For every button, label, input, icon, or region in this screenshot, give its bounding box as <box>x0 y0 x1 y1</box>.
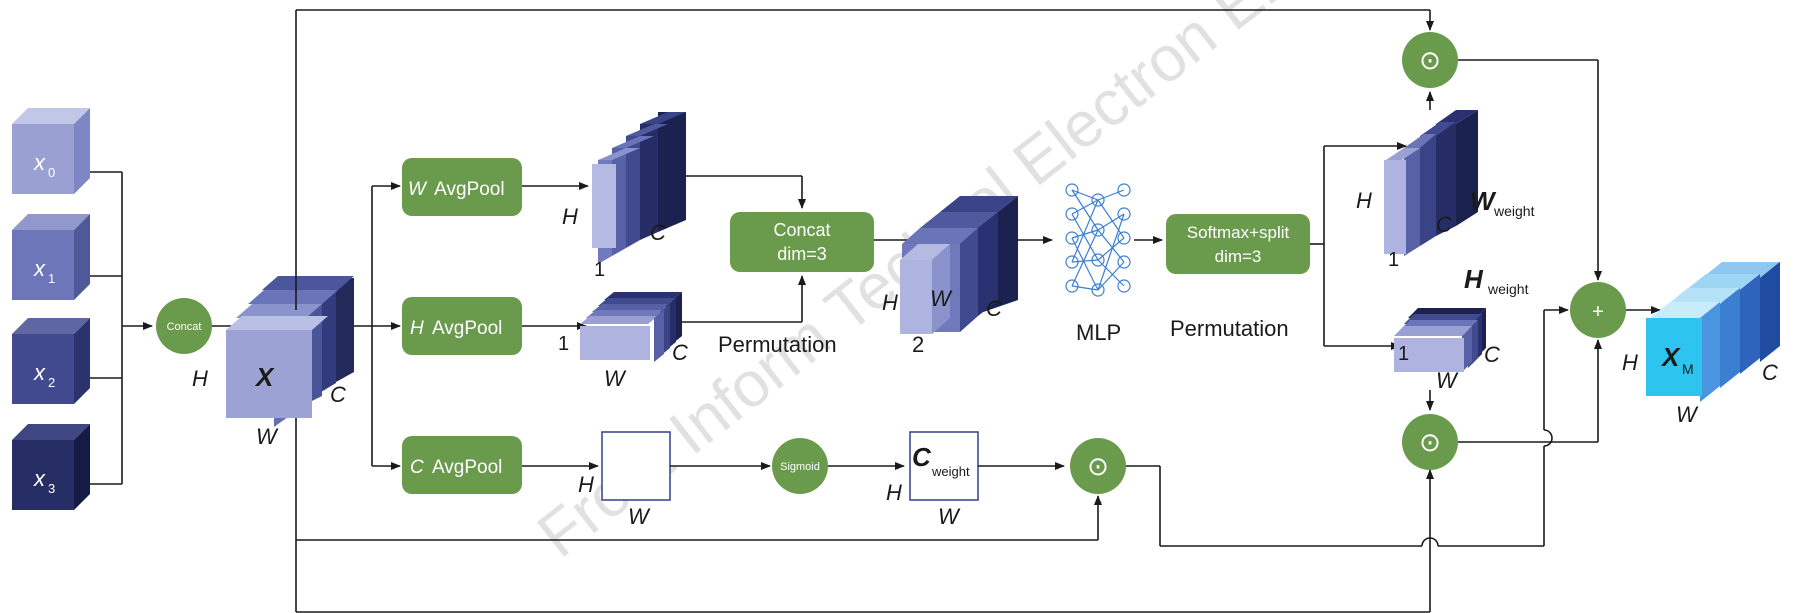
multiply-node-top: ⊙ <box>1402 32 1458 88</box>
concat-node: Concat <box>156 298 212 354</box>
sigmoid-node: Sigmoid <box>772 438 828 494</box>
hweight-sub: weight <box>1487 281 1529 297</box>
stack-two-label: 2 <box>912 332 924 357</box>
wweight-one-label: 1 <box>1388 249 1399 271</box>
stacked-tensor <box>900 196 1018 334</box>
w-weight-tensor <box>1384 110 1478 256</box>
hpool-to-concat-line <box>682 275 806 323</box>
svg-text:x: x <box>33 150 46 175</box>
wpool-to-concat-line <box>686 175 806 209</box>
xm-c-label: C <box>1762 360 1778 385</box>
main-tensor-x: X <box>226 276 354 427</box>
stack-w-label: W <box>930 286 953 311</box>
input-bus-lines <box>90 171 153 485</box>
svg-text:Concat: Concat <box>167 321 202 333</box>
multiply-node-right: ⊙ <box>1402 414 1458 470</box>
hweight-w-label: W <box>1436 368 1459 393</box>
svg-text:X: X <box>1660 342 1681 372</box>
cpool-h-label: H <box>578 472 594 497</box>
svg-text:dim=3: dim=3 <box>777 244 827 264</box>
split-lines <box>1310 142 1407 350</box>
input-cube-x3: x 3 <box>12 424 90 510</box>
svg-text:dim=3: dim=3 <box>1215 247 1262 266</box>
input-cube-x1: x 1 <box>12 214 90 300</box>
svg-text:C: C <box>912 442 932 472</box>
svg-text:Concat: Concat <box>773 220 830 240</box>
wpool-one-label: 1 <box>594 259 605 281</box>
c-pool-output-square <box>601 431 671 501</box>
svg-text:Softmax+split: Softmax+split <box>1187 223 1290 242</box>
stack-h-label: H <box>882 290 898 315</box>
rightmult-to-add-line <box>1458 339 1602 443</box>
top-bypass-line <box>295 9 1434 310</box>
wpool-c-label: C <box>650 220 666 245</box>
mlp-label: MLP <box>1076 320 1121 345</box>
svg-text:H AvgPool: H AvgPool <box>410 318 502 339</box>
permutation-left-label: Permutation <box>718 332 837 357</box>
svg-text:3: 3 <box>48 481 55 496</box>
hpool-one-label: 1 <box>558 333 569 355</box>
input-cube-x2: x 2 <box>12 318 90 404</box>
h-avgpool-box: H AvgPool <box>402 297 522 355</box>
pool-output-arrows <box>522 182 599 470</box>
permutation-right-label: Permutation <box>1170 316 1289 341</box>
svg-text:X: X <box>254 362 275 392</box>
topmult-to-add-line <box>1458 59 1602 281</box>
hweight-letter: H <box>1464 264 1484 294</box>
hweight-c-label: C <box>1484 342 1500 367</box>
svg-text:⊙: ⊙ <box>1087 451 1109 481</box>
cmult-to-add-line <box>1126 306 1569 547</box>
svg-text:x: x <box>33 466 46 491</box>
input-cube-x0: x 0 <box>12 108 90 194</box>
svg-text:M: M <box>1682 361 1694 377</box>
c-avgpool-box: C AvgPool <box>402 436 522 494</box>
wweight-c-label: C <box>1436 212 1452 237</box>
svg-text:2: 2 <box>48 375 55 390</box>
wweight-sub: weight <box>1493 203 1535 219</box>
svg-text:weight: weight <box>931 464 970 479</box>
w-pool-output-tensor <box>592 112 686 264</box>
svg-text:⊙: ⊙ <box>1419 427 1441 457</box>
wpool-h-label: H <box>562 204 578 229</box>
x-h-label: H <box>192 366 208 391</box>
cweight-w-label: W <box>938 504 961 529</box>
h-weight-tensor <box>1394 308 1486 372</box>
svg-text:x: x <box>33 256 46 281</box>
xm-w-label: W <box>1676 402 1699 427</box>
w-avgpool-box: W AvgPool <box>402 158 522 216</box>
h-pool-output-tensor <box>580 292 682 362</box>
hpool-c-label: C <box>672 340 688 365</box>
svg-text:C AvgPool: C AvgPool <box>410 457 502 478</box>
hpool-w-label: W <box>604 366 627 391</box>
multiply-node-c: ⊙ <box>1070 438 1126 494</box>
svg-text:Sigmoid: Sigmoid <box>780 461 820 473</box>
x-w-label: W <box>256 424 279 449</box>
bottom-bypass-lines <box>295 418 1434 613</box>
concat-dim3-box: Concat dim=3 <box>730 212 874 272</box>
output-tensor-xm: X M <box>1646 262 1780 402</box>
softmax-split-box: Softmax+split dim=3 <box>1166 214 1310 274</box>
svg-text:x: x <box>33 360 46 385</box>
wweight-letter: W <box>1470 186 1497 216</box>
svg-text:+: + <box>1592 301 1604 323</box>
x-c-label: C <box>330 382 346 407</box>
stack-c-label: C <box>986 296 1002 321</box>
svg-text:0: 0 <box>48 165 55 180</box>
cweight-h-label: H <box>886 480 902 505</box>
svg-text:1: 1 <box>48 271 55 286</box>
add-node: + <box>1570 282 1626 338</box>
hweight-one-label: 1 <box>1398 343 1409 365</box>
svg-text:⊙: ⊙ <box>1419 45 1441 75</box>
wweight-h-label: H <box>1356 188 1372 213</box>
xm-h-label: H <box>1622 350 1638 375</box>
c-weight-square: C weight <box>909 431 979 501</box>
mlp-network-icon <box>1065 183 1131 297</box>
branch-lines <box>354 182 401 470</box>
svg-text:W AvgPool: W AvgPool <box>408 179 505 200</box>
cpool-w-label: W <box>628 504 651 529</box>
